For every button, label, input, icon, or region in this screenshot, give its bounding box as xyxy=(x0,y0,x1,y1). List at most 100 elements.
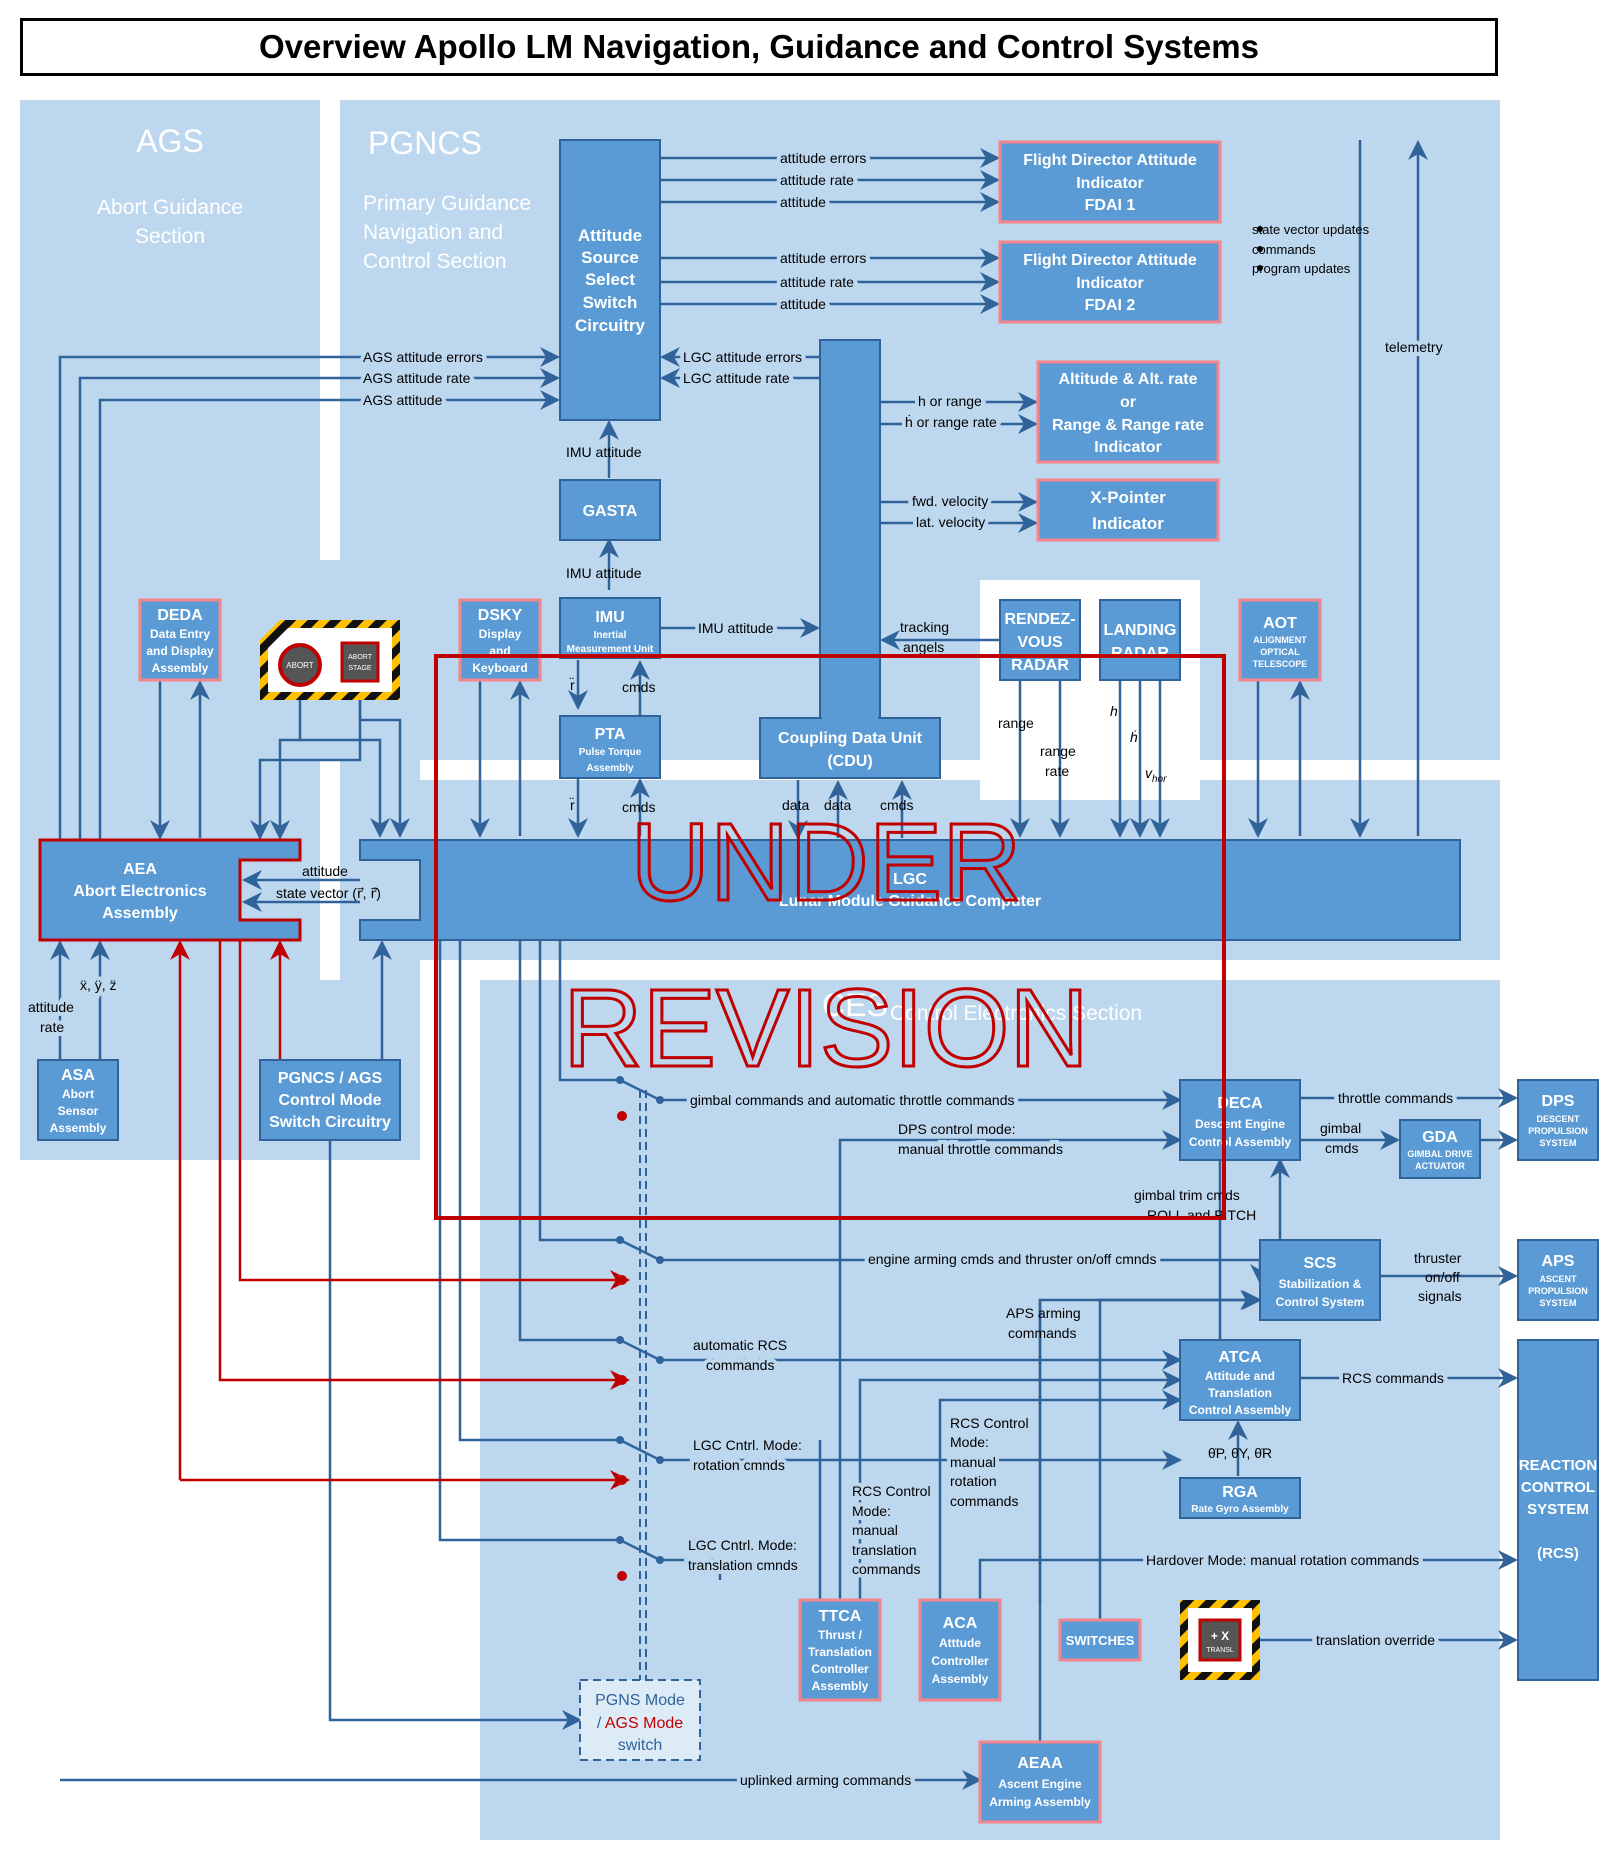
svg-text:commands: commands xyxy=(1008,1325,1076,1341)
svg-text:SYSTEM: SYSTEM xyxy=(1539,1138,1576,1148)
svg-text:Mode:: Mode: xyxy=(852,1503,891,1519)
svg-text:or: or xyxy=(1120,394,1136,411)
svg-text:gimbal: gimbal xyxy=(1320,1120,1361,1136)
switches-box: SWITCHES xyxy=(1058,1618,1142,1662)
atca-box: ATCA Attitude and Translation Control As… xyxy=(1179,1339,1301,1421)
svg-text:DEDA: DEDA xyxy=(157,607,203,624)
pgncs-subtitle-1: Primary Guidance xyxy=(363,192,531,215)
svg-text:Control Mode: Control Mode xyxy=(278,1092,381,1109)
svg-text:DESCENT: DESCENT xyxy=(1536,1114,1580,1124)
ces-title: CES xyxy=(822,987,888,1023)
svg-text:APS arming: APS arming xyxy=(1006,1305,1081,1321)
svg-text:angels: angels xyxy=(903,639,944,655)
svg-text:Assembly: Assembly xyxy=(586,763,634,774)
svg-text:Abort Electronics: Abort Electronics xyxy=(73,883,206,900)
svg-text:switch: switch xyxy=(618,1737,662,1754)
svg-text:OPTICAL: OPTICAL xyxy=(1260,647,1300,657)
svg-text:ALIGNMENT: ALIGNMENT xyxy=(1253,635,1307,645)
svg-text:TRANSL: TRANSL xyxy=(1206,1647,1234,1654)
altitude-indicator-box: Altitude & Alt. rate or Range & Range ra… xyxy=(1036,360,1220,464)
svg-text:Coupling Data Unit: Coupling Data Unit xyxy=(778,730,923,747)
svg-text:Hardover Mode: manual rotati: Hardover Mode: manual rotation commands xyxy=(1146,1552,1419,1568)
svg-text:attitude rate: attitude rate xyxy=(780,274,854,290)
mode-switch-circuitry-box: PGNCS / AGS Control Mode Switch Circuitr… xyxy=(259,1059,401,1141)
svg-text:Controller: Controller xyxy=(811,1662,869,1676)
svg-text:PGNCS / AGS: PGNCS / AGS xyxy=(278,1070,383,1087)
svg-text:ḣ or range rate: ḣ or range rate xyxy=(905,413,997,430)
svg-text:X-Pointer: X-Pointer xyxy=(1090,488,1166,507)
svg-text:IMU: IMU xyxy=(595,609,624,626)
svg-text:automatic RCS: automatic RCS xyxy=(693,1337,787,1353)
transl-panel: + X TRANSL xyxy=(1180,1600,1260,1680)
svg-text:attitude: attitude xyxy=(780,296,826,312)
svg-text:RCS Control: RCS Control xyxy=(950,1415,1029,1431)
svg-text:PTA: PTA xyxy=(595,726,626,743)
aeaa-box: AEAA Ascent Engine Arming Assembly xyxy=(978,1740,1102,1824)
svg-text:IMU attitude: IMU attitude xyxy=(566,444,642,460)
svg-text:REACTION: REACTION xyxy=(1519,1457,1597,1474)
fdai1-box: Flight Director Attitude Indicator FDAI … xyxy=(998,140,1222,224)
svg-text:(CDU): (CDU) xyxy=(827,753,872,770)
aps-box: APS ASCENT PROPULSION SYSTEM xyxy=(1517,1239,1599,1321)
svg-text:Pulse Torque: Pulse Torque xyxy=(579,747,642,758)
svg-text:attitude: attitude xyxy=(28,999,74,1015)
svg-text:on/off: on/off xyxy=(1425,1269,1460,1285)
svg-text:Select: Select xyxy=(585,270,635,289)
svg-text:translation override: translation override xyxy=(1316,1632,1435,1648)
svg-text:uplinked arming commands: uplinked arming commands xyxy=(740,1772,911,1788)
svg-text:Lunar Module Guidance Computer: Lunar Module Guidance Computer xyxy=(779,893,1041,910)
svg-text:cmds: cmds xyxy=(1325,1140,1358,1156)
svg-text:state vector updates: state vector updates xyxy=(1252,222,1370,237)
rga-box: RGA Rate Gyro Assembly xyxy=(1179,1477,1301,1519)
svg-text:SCS: SCS xyxy=(1304,1255,1337,1272)
svg-text:ACTUATOR: ACTUATOR xyxy=(1415,1161,1465,1171)
svg-text:DECA: DECA xyxy=(1217,1095,1263,1112)
pgncs-subtitle-3: Control Section xyxy=(363,250,507,273)
svg-text:Descent Engine: Descent Engine xyxy=(1195,1117,1285,1131)
svg-text:Range & Range rate: Range & Range rate xyxy=(1052,417,1204,434)
svg-text:commands: commands xyxy=(950,1493,1018,1509)
svg-text:Indicator: Indicator xyxy=(1076,175,1144,192)
svg-text:Attitude and: Attitude and xyxy=(1205,1369,1275,1383)
svg-text:PGNS Mode: PGNS Mode xyxy=(595,1692,685,1709)
svg-text:Circuitry: Circuitry xyxy=(575,316,645,335)
plus-x-transl-button[interactable]: + X TRANSL xyxy=(1198,1618,1242,1662)
svg-text:LGC Cntrl. Mode:: LGC Cntrl. Mode: xyxy=(688,1537,797,1553)
svg-text:RGA: RGA xyxy=(1222,1484,1258,1501)
svg-text:θ̇P, θ̇Y, θ̇R: θ̇P, θ̇Y, θ̇R xyxy=(1208,1445,1272,1461)
abort-stage-button[interactable]: ABORT STAGE xyxy=(340,641,380,683)
svg-text:Switch Circuitry: Switch Circuitry xyxy=(269,1114,391,1131)
svg-text:RADAR: RADAR xyxy=(1011,657,1069,674)
svg-text:Translation: Translation xyxy=(808,1645,872,1659)
svg-text:+ X: + X xyxy=(1211,1629,1229,1643)
svg-text:Mode:: Mode: xyxy=(950,1434,989,1450)
svg-text:Inertial: Inertial xyxy=(594,630,627,641)
svg-text:attitude rate: attitude rate xyxy=(780,172,854,188)
ags-subtitle-2: Section xyxy=(135,225,205,248)
svg-text:Sensor: Sensor xyxy=(58,1104,99,1118)
svg-text:ASA: ASA xyxy=(61,1067,95,1084)
svg-text:manual: manual xyxy=(852,1522,898,1538)
svg-text:AOT: AOT xyxy=(1263,615,1297,632)
switch-contacts xyxy=(616,1076,664,1680)
svg-text:Abort: Abort xyxy=(62,1087,94,1101)
gda-box: GDA GIMBAL DRIVE ACTUATOR xyxy=(1399,1119,1481,1179)
svg-text:Translation: Translation xyxy=(1208,1386,1272,1400)
svg-text:FDAI 2: FDAI 2 xyxy=(1085,297,1136,314)
svg-text:Altitude & Alt. rate: Altitude & Alt. rate xyxy=(1059,371,1198,388)
svg-text:Flight Director Attitude: Flight Director Attitude xyxy=(1023,252,1197,269)
svg-text:STAGE: STAGE xyxy=(348,665,372,672)
svg-text:vhor: vhor xyxy=(1145,765,1167,785)
svg-text:Assembly: Assembly xyxy=(102,905,178,922)
svg-text:fwd. velocity: fwd. velocity xyxy=(912,493,988,509)
abort-button[interactable]: ABORT xyxy=(278,643,322,687)
svg-text:Assembly: Assembly xyxy=(932,1672,989,1686)
svg-text:RCS commands: RCS commands xyxy=(1342,1370,1444,1386)
svg-text:h: h xyxy=(1110,703,1118,719)
svg-text:Stabilization &: Stabilization & xyxy=(1279,1277,1362,1291)
svg-text:range: range xyxy=(1040,743,1076,759)
ces-subtitle: Control Electronics Section xyxy=(890,1002,1142,1025)
svg-text:ACA: ACA xyxy=(943,1615,978,1632)
gasta-box: GASTA xyxy=(559,479,661,541)
x-pointer-box: X-Pointer Indicator xyxy=(1036,478,1220,542)
